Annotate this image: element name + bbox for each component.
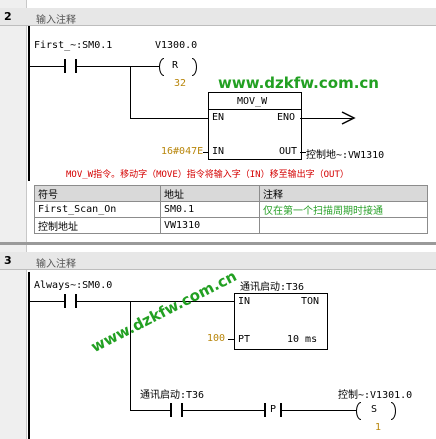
wire — [30, 66, 65, 67]
eno-wire — [300, 118, 352, 119]
reset-coil-count: 32 — [174, 78, 187, 89]
wire — [282, 410, 356, 411]
reset-coil-letter: R — [172, 60, 179, 71]
table-cell: 仅在第一个扫描周期时接通 — [259, 201, 428, 218]
watermark-text: www.dzkfw.com.cn — [218, 74, 379, 92]
symbol-table-header: 符号 地址 注释 — [34, 185, 428, 202]
mov-w-out-value[interactable]: 控制地~:VW1310 — [306, 150, 385, 161]
network-2-number: 2 — [4, 10, 12, 23]
network-3-power-rail — [28, 272, 30, 439]
mov-w-description: MOV_W指令。移动字（MOVE）指令将输入字（IN）移至输出字（OUT） — [66, 170, 349, 180]
network-2-power-rail — [28, 26, 30, 181]
mov-w-eno-pin: ENO — [277, 112, 296, 123]
always-on-contact[interactable] — [64, 294, 77, 308]
network-2-gutter — [0, 0, 27, 246]
table-row: First_Scan_On SM0.1 仅在第一个扫描周期时接通 — [34, 201, 428, 218]
set-coil-address: 控制~:V1301.0 — [338, 390, 413, 401]
first-scan-contact[interactable] — [64, 59, 77, 73]
network-3-gutter — [0, 245, 27, 439]
table-cell: First_Scan_On — [34, 201, 161, 218]
symbol-column-header: 符号 — [34, 185, 161, 202]
mov-w-in-pin: IN — [212, 146, 225, 157]
network-2-header[interactable]: 2 输入注释 — [0, 8, 436, 26]
network-3-header[interactable]: 3 输入注释 — [0, 252, 436, 270]
branch-wire — [130, 66, 131, 118]
network-divider — [0, 242, 436, 245]
set-coil-left[interactable] — [356, 402, 361, 420]
wire — [130, 410, 171, 411]
positive-transition-contact[interactable]: P — [264, 403, 282, 417]
wire — [228, 339, 235, 340]
first-scan-contact-label: First_~:SM0.1 — [34, 40, 113, 51]
always-on-contact-label: Always~:SM0.0 — [34, 280, 113, 291]
box-separator — [209, 109, 301, 110]
set-coil-letter: S — [371, 404, 378, 415]
mov-w-out-pin: OUT — [279, 146, 298, 157]
timer-name: 通讯启动:T36 — [240, 282, 305, 293]
network-3-number: 3 — [4, 254, 12, 267]
timer-in-pin: IN — [238, 296, 251, 307]
wire — [300, 152, 306, 153]
timer-type: TON — [301, 296, 320, 307]
comment-column-header: 注释 — [259, 185, 428, 202]
mov-w-in-value[interactable]: 16#047E — [161, 146, 204, 157]
set-coil-count: 1 — [375, 422, 382, 433]
table-cell — [259, 217, 428, 234]
table-row: 控制地址 VW1310 — [34, 217, 428, 234]
timer-pt-value[interactable]: 100 — [207, 333, 226, 344]
reset-coil-address: V1300.0 — [155, 40, 198, 51]
positive-transition-label: P — [270, 404, 277, 415]
wire — [130, 118, 209, 119]
table-cell: SM0.1 — [160, 201, 260, 218]
timer-pt-pin: PT — [238, 334, 251, 345]
reset-coil-right[interactable] — [192, 58, 197, 76]
set-coil-right[interactable] — [391, 402, 396, 420]
wire — [30, 301, 65, 302]
wire — [77, 301, 235, 302]
network-3-comment[interactable]: 输入注释 — [36, 259, 76, 270]
timer-resolution: 10 ms — [287, 334, 318, 345]
table-cell: 控制地址 — [34, 217, 161, 234]
mov-w-title: MOV_W — [237, 96, 268, 107]
network-2-comment[interactable]: 输入注释 — [36, 15, 76, 26]
mov-w-box[interactable]: MOV_W EN ENO IN OUT — [208, 92, 302, 160]
reset-coil-left[interactable] — [159, 58, 164, 76]
table-cell: VW1310 — [160, 217, 260, 234]
address-column-header: 地址 — [160, 185, 260, 202]
wire — [203, 152, 209, 153]
branch-wire — [130, 301, 131, 410]
symbol-table: 符号 地址 注释 First_Scan_On SM0.1 仅在第一个扫描周期时接… — [34, 185, 428, 234]
eno-arrow-icon — [341, 111, 356, 125]
ton-timer-box[interactable]: IN TON PT 10 ms — [234, 293, 328, 350]
mov-w-en-pin: EN — [212, 112, 225, 123]
t36-contact-label: 通讯启动:T36 — [140, 390, 205, 401]
wire — [77, 66, 159, 67]
wire — [183, 410, 265, 411]
t36-contact[interactable] — [170, 403, 183, 417]
